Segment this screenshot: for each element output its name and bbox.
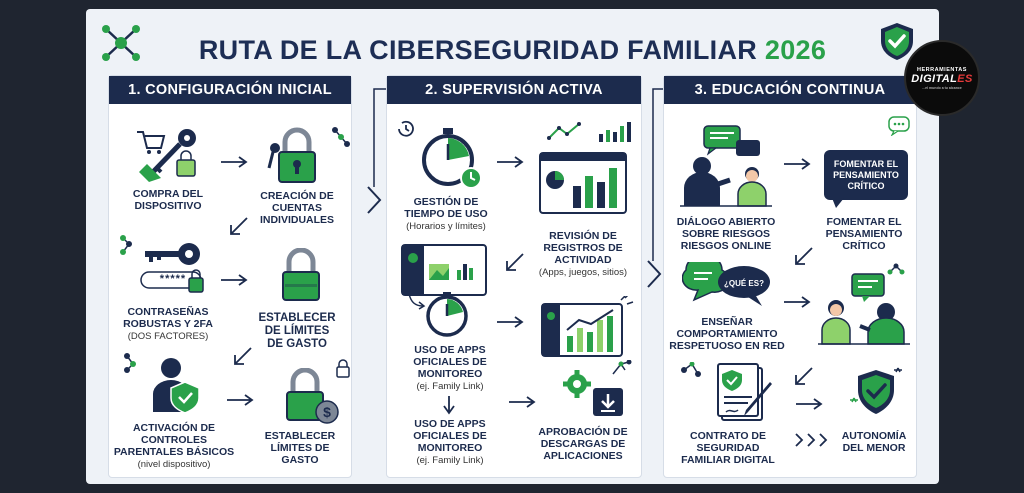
analytics-screen-icon bbox=[541, 296, 634, 357]
arrow-right-icon bbox=[221, 156, 248, 168]
people-conversation-icon bbox=[818, 263, 910, 345]
chat-bubbles-icon: ¿QUÉ ES? bbox=[682, 262, 770, 306]
arrow-down-left-icon bbox=[506, 253, 524, 271]
speech-bubble: FOMENTAR EL PENSAMIENTO CRÍTICO bbox=[824, 150, 908, 200]
step-gestion-tiempo-uso: GESTIÓN DE TIEMPO DE USO (Horarios y lím… bbox=[404, 196, 488, 232]
arrow-down-left-icon bbox=[795, 367, 813, 385]
infographic-poster: RUTA DE LA CIBERSEGURIDAD FAMILIAR 2026 … bbox=[86, 9, 939, 484]
step-compra-dispositivo: COMPRA DEL DISPOSITIVO bbox=[132, 188, 204, 212]
connector-line bbox=[652, 88, 665, 261]
step-ensenar-comportamiento: ENSEÑAR COMPORTAMIENTO RESPETUOSO EN RED bbox=[669, 316, 785, 352]
arrow-right-icon bbox=[784, 296, 811, 308]
arrow-down-icon bbox=[443, 396, 455, 415]
column-header: 1. CONFIGURACIÓN INICIAL bbox=[109, 76, 351, 104]
column-supervision-activa: 2. SUPERVISIÓN ACTIVA GESTIÓN DE TIEMPO … bbox=[386, 75, 642, 478]
step-establecer-limites-gasto: ESTABLECER DE LÍMITES DE GASTO bbox=[258, 312, 336, 350]
connector-line bbox=[373, 88, 386, 187]
step-dialogo-abierto: DIÁLOGO ABIERTO SOBRE RIESGOS RIESGOS ON… bbox=[676, 216, 776, 252]
column-educacion-continua: 3. EDUCACIÓN CONTINUA DIÁLOGO ABIERTO SO… bbox=[663, 75, 917, 478]
chevron-right-icon bbox=[367, 186, 382, 214]
padlock-icon bbox=[282, 248, 320, 301]
shield-check-icon bbox=[881, 23, 913, 60]
arrow-down-left-icon bbox=[230, 217, 248, 235]
history-icon bbox=[398, 120, 414, 137]
step-fomentar-pensamiento: FOMENTAR EL PENSAMIENTO CRÍTICO bbox=[825, 216, 903, 252]
page-title: RUTA DE LA CIBERSEGURIDAD FAMILIAR 2026 bbox=[198, 35, 827, 65]
step-autonomia-menor: AUTONOMÍA DEL MENOR bbox=[841, 430, 907, 454]
step-revision-registros: REVISIÓN DE REGISTROS DE ACTIVIDAD (Apps… bbox=[538, 230, 628, 278]
arrow-down-left-icon bbox=[234, 347, 252, 365]
chevron-right-icon bbox=[647, 260, 662, 288]
arrow-right-icon bbox=[227, 394, 254, 406]
column-configuracion-inicial: 1. CONFIGURACIÓN INICIAL COMPRA DEL DISP… bbox=[108, 75, 352, 478]
gear-download-icon bbox=[563, 360, 632, 416]
lock-icon bbox=[336, 359, 350, 378]
arrow-right-icon bbox=[796, 398, 823, 410]
arrow-right-icon bbox=[497, 156, 524, 168]
contract-document-icon bbox=[681, 362, 772, 421]
svg-text:$: $ bbox=[323, 404, 331, 420]
arrow-right-icon bbox=[509, 396, 536, 408]
network-icon bbox=[102, 25, 140, 61]
network-icon bbox=[332, 127, 350, 147]
step-uso-apps-monitoreo: USO DE APPS OFICIALES DE MONITOREO (ej. … bbox=[413, 344, 487, 392]
padlock-keys-icon bbox=[267, 127, 316, 183]
shield-check-icon bbox=[850, 367, 902, 414]
user-shield-icon bbox=[124, 353, 200, 414]
monitoring-app-screen-icon bbox=[401, 244, 487, 296]
step-controles-parentales: ACTIVACIÓN DE CONTROLES PARENTALES BÁSIC… bbox=[113, 422, 235, 470]
stopwatch-icon bbox=[422, 128, 482, 189]
key-password-icon bbox=[120, 235, 204, 293]
svg-text:¿QUÉ ES?: ¿QUÉ ES? bbox=[724, 279, 764, 288]
arrow-right-icon bbox=[221, 274, 248, 286]
step-contrato-seguridad: CONTRATO DE SEGURIDAD FAMILIAR DIGITAL bbox=[681, 430, 775, 466]
step-uso-apps-monitoreo-2: USO DE APPS OFICIALES DE MONITOREO (ej. … bbox=[413, 418, 487, 466]
step-aprobacion-descargas: APROBACIÓN DE DESCARGAS DE APLICACIONES bbox=[538, 426, 628, 462]
arrow-right-icon bbox=[784, 158, 811, 170]
speech-bubble-tail bbox=[832, 198, 844, 208]
arrow-down-left-icon bbox=[795, 247, 813, 265]
padlock-money-icon: $ bbox=[286, 368, 339, 424]
triple-chevron-icon bbox=[795, 433, 828, 447]
column-header: 3. EDUCACIÓN CONTINUA bbox=[664, 76, 916, 104]
parent-child-dialog-icon bbox=[680, 125, 772, 207]
dashboard-monitor-icon bbox=[539, 152, 627, 214]
column-header: 2. SUPERVISIÓN ACTIVA bbox=[387, 76, 641, 104]
step-contrasenas-2fa: CONTRASEÑAS ROBUSTAS Y 2FA (DOS FACTORES… bbox=[123, 306, 213, 342]
chat-icon bbox=[888, 116, 910, 136]
password-mask: ***** bbox=[159, 273, 187, 285]
bar-chart-icon bbox=[599, 122, 631, 142]
herramientas-digitales-logo: HERRAMIENTAS DIGITALES ...el mundo a tu … bbox=[904, 40, 980, 116]
step-creacion-cuentas: CREACIÓN DE CUENTAS INDIVIDUALES bbox=[259, 190, 335, 226]
stopwatch-icon bbox=[408, 292, 468, 337]
trend-line-icon bbox=[547, 122, 581, 140]
shopping-cart-key-icon bbox=[137, 129, 196, 182]
arrow-right-icon bbox=[497, 316, 524, 328]
step-establecer-limites-gasto-2: ESTABLECER LÍMITES DE GASTO bbox=[264, 430, 336, 466]
